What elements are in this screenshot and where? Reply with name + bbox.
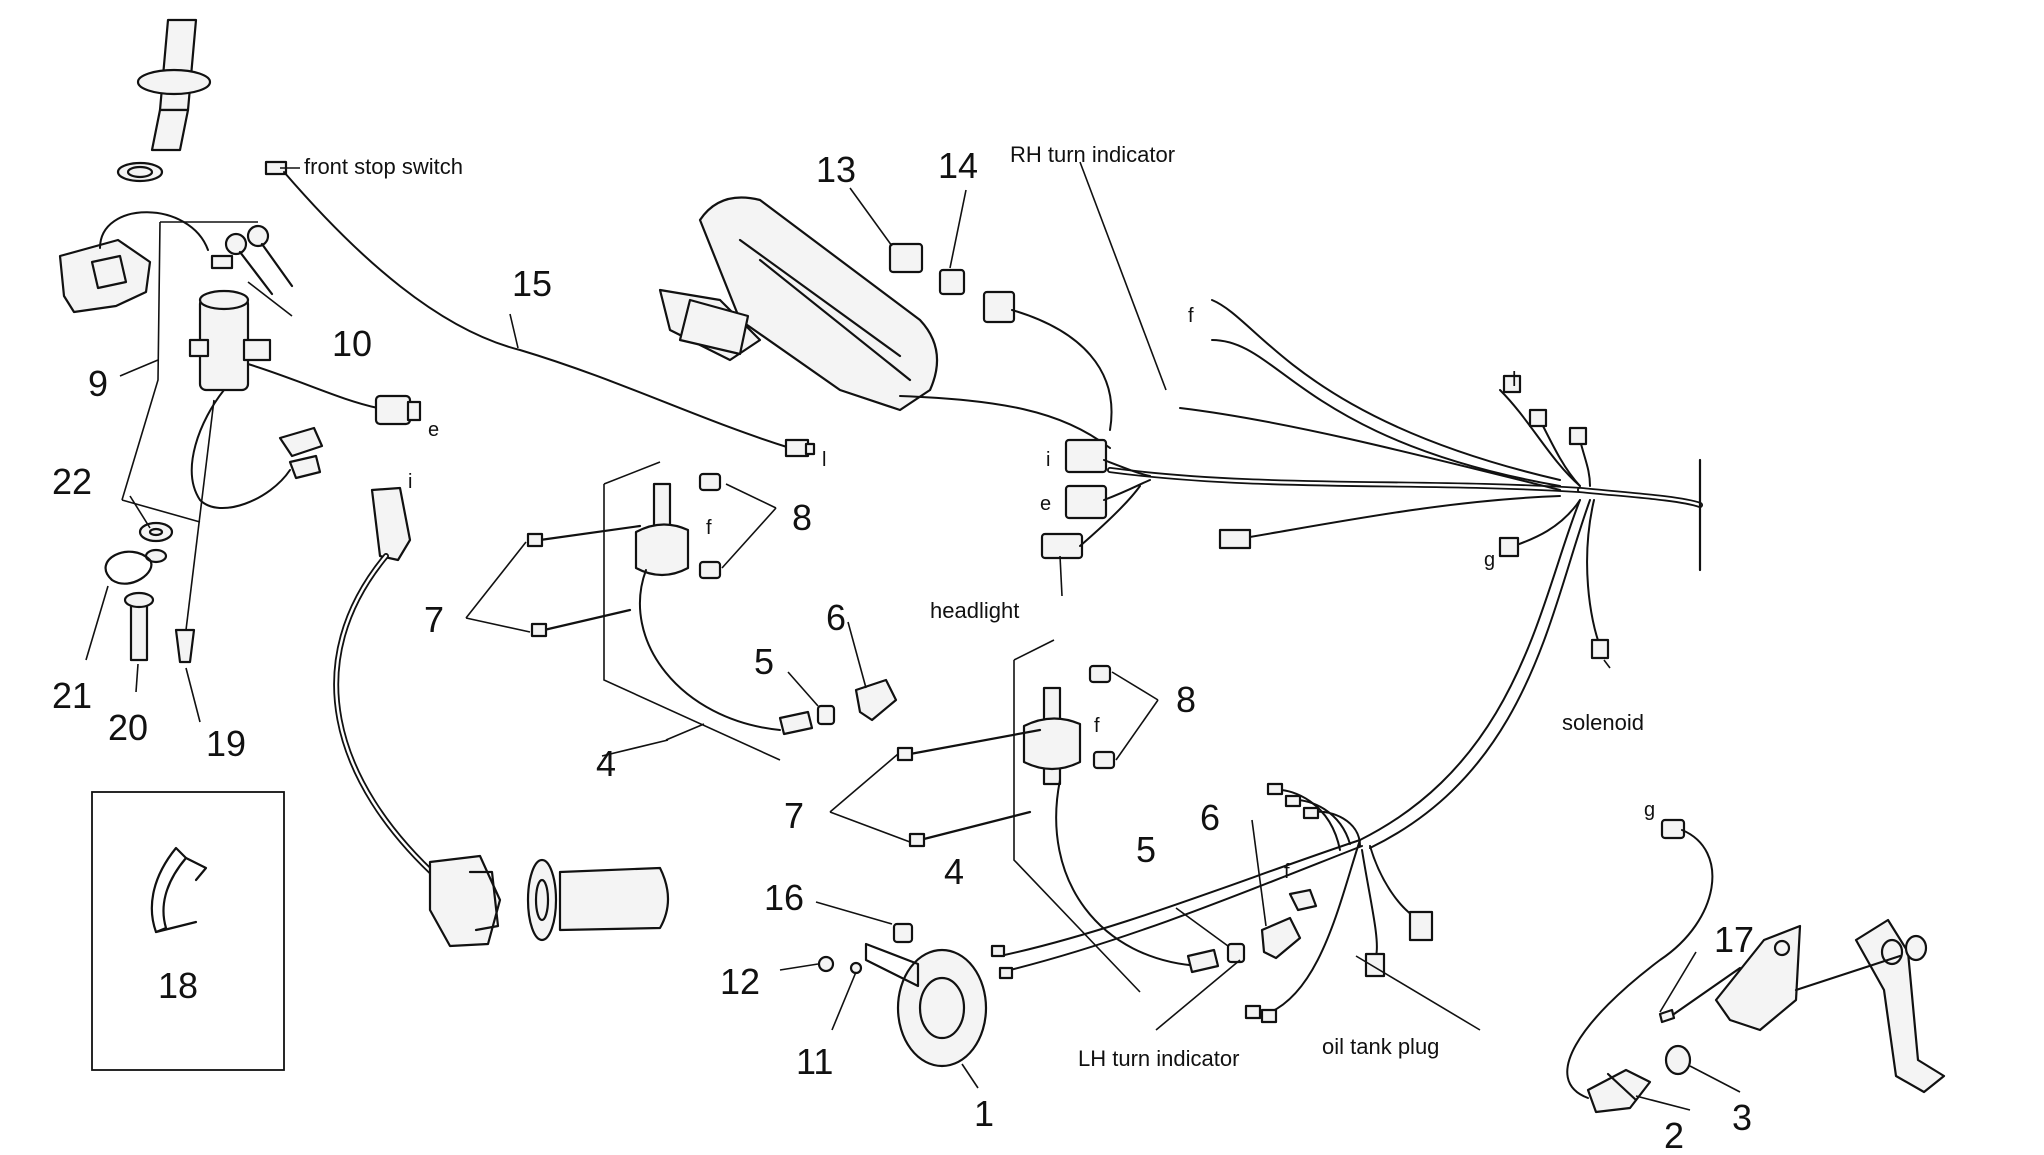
throttle-assembly [333,486,670,948]
part-number-18: 18 [158,965,198,1006]
front-stop-switch-cable [264,160,816,458]
coil-bracket-upper [526,461,898,761]
part-number-1: 1 [974,1093,994,1134]
connectors-13-14 [888,242,1113,431]
part-number-7-upper: 7 [424,599,444,640]
harness-connectors-left [1040,438,1151,560]
part-number-15: 15 [512,263,552,304]
part-number-12: 12 [720,961,760,1002]
part-number-13: 13 [816,149,856,190]
part-number-8-upper: 8 [792,497,812,538]
part-number-6-upper: 6 [826,597,846,638]
part-number-21: 21 [52,675,92,716]
ignition-switch [188,289,422,510]
connector-letter-f-lower-harness: f [1284,861,1290,883]
handlebar-grip-upper [116,18,212,183]
part-number-5-upper: 5 [754,641,774,682]
side-stand-switch [1566,818,1946,1114]
connector-letter-l-harness: l [1512,369,1516,391]
part-number-10: 10 [332,323,372,364]
horn [817,922,988,1068]
coil-bracket-lower [896,639,1302,993]
part-number-3: 3 [1732,1097,1752,1138]
instrument-panel [658,196,1111,449]
label-headlight: headlight [930,598,1019,623]
connector-letter-f-lower-coil: f [1094,715,1100,737]
part-number-17: 17 [1714,919,1754,960]
connector-letter-e-left: e [428,419,439,441]
connector-letter-g-side-stand: g [1644,799,1655,821]
part-18-inset [91,791,285,1071]
part-number-2: 2 [1664,1115,1684,1155]
connector-letter-i-left: i [408,471,412,493]
left-switch-housing [58,211,209,314]
ignition-keys [210,224,294,296]
part-number-8-lower: 8 [1176,679,1196,720]
label-front-stop-switch: front stop switch [304,154,463,179]
connector-letter-g-harness: g [1484,549,1495,571]
part-number-5-lower: 5 [1136,829,1156,870]
connector-letter-l-cable: l [822,449,826,471]
connector-letter-f-upper-coil: f [706,517,712,539]
connector-letter-f-harness: f [1188,305,1194,327]
connector-letter-i-harness: i [1046,449,1050,471]
part-number-14: 14 [938,145,978,186]
part-number-19: 19 [206,723,246,764]
part-number-4-upper: 4 [596,743,616,784]
part-number-6-lower: 6 [1200,797,1220,838]
label-solenoid: solenoid [1562,710,1644,735]
part-number-7-lower: 7 [784,795,804,836]
part-number-4-lower: 4 [944,851,964,892]
label-rh-turn-indicator: RH turn indicator [1010,142,1175,167]
part-number-9: 9 [88,363,108,404]
switch-hardware [104,399,215,664]
leader-lines [85,161,1741,1111]
main-wiring-harness [1107,299,1703,849]
lower-harness-branch [990,782,1434,1024]
label-oil-tank-plug: oil tank plug [1322,1034,1439,1059]
connector-letter-e-harness: e [1040,493,1051,515]
part-number-22: 22 [52,461,92,502]
part-number-11: 11 [796,1041,833,1082]
label-lh-turn-indicator: LH turn indicator [1078,1046,1239,1071]
part-number-16: 16 [764,877,804,918]
part-number-20: 20 [108,707,148,748]
